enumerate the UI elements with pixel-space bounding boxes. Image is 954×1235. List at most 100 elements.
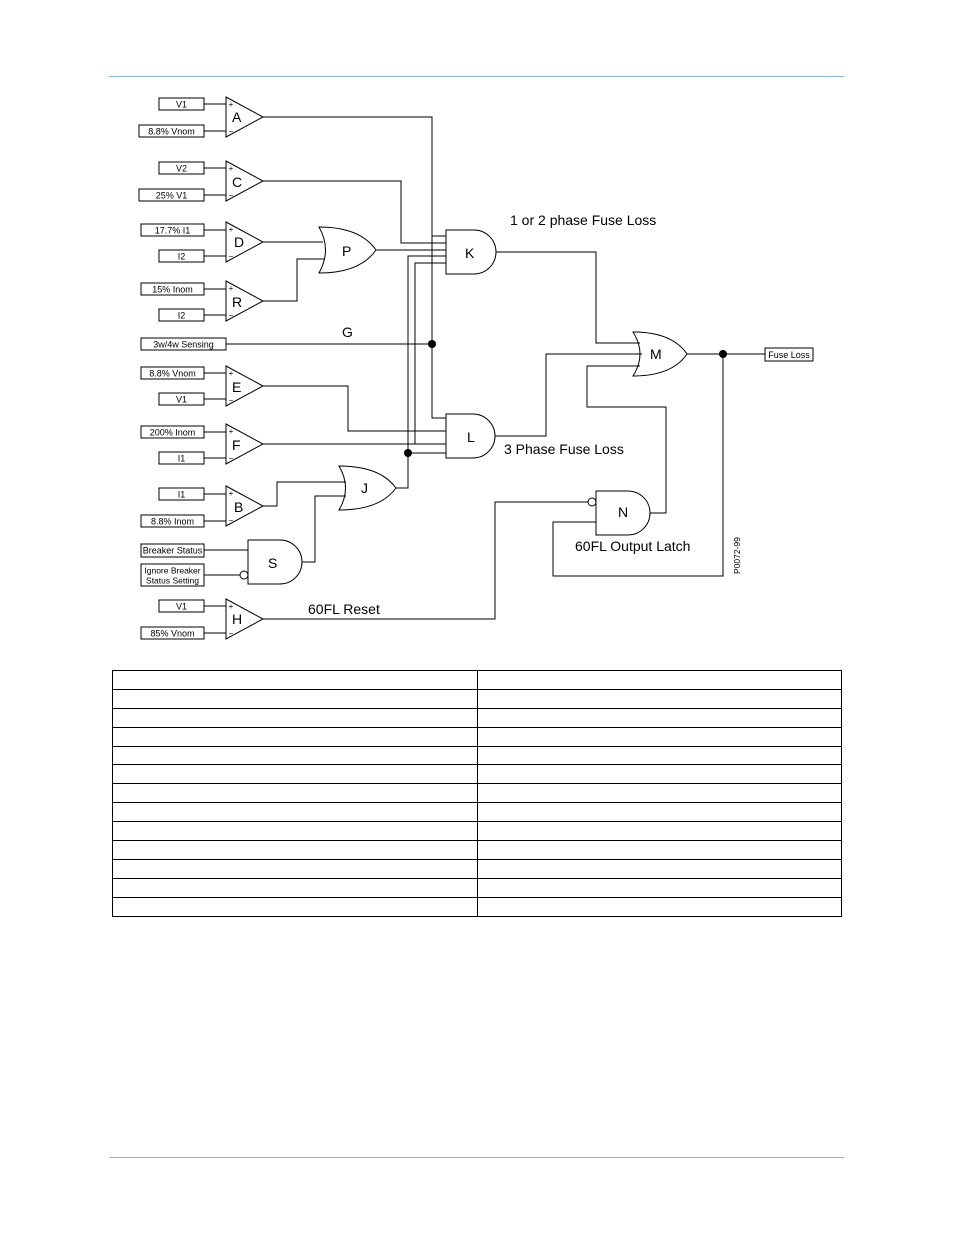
gate-label-c: C <box>232 174 242 190</box>
table-cell <box>112 896 478 917</box>
table-cell <box>112 802 478 823</box>
table-row <box>112 726 842 747</box>
label-e-minus: V1 <box>176 395 187 405</box>
label-ignore-line2: Status Setting <box>146 576 199 586</box>
comparator-c <box>225 160 265 202</box>
table-cell <box>476 783 842 804</box>
label-b-plus: I1 <box>178 490 186 500</box>
sign-c-minus: − <box>229 191 234 200</box>
comparator-h <box>225 598 265 640</box>
table-row <box>112 707 842 728</box>
annotation-output-latch: 60FL Output Latch <box>575 538 690 554</box>
sign-c-plus: + <box>229 164 234 173</box>
table-row <box>112 858 842 879</box>
gate-label-s: S <box>268 555 277 571</box>
annotation-g: G <box>342 324 353 340</box>
label-a-plus: V1 <box>176 100 187 110</box>
label-e-plus: 8.8% Vnom <box>149 369 196 379</box>
gate-label-l: L <box>467 429 475 445</box>
comparator-d <box>225 221 265 263</box>
label-b-minus: 8.8% Inom <box>151 517 194 527</box>
table-cell <box>476 707 842 728</box>
figure-id: P0072-99 <box>732 537 742 574</box>
table-cell <box>476 821 842 842</box>
gate-label-k: K <box>465 245 475 261</box>
table-cell <box>112 670 478 690</box>
table-row <box>112 783 842 804</box>
gate-label-d: D <box>234 234 244 250</box>
sign-r-minus: − <box>229 311 234 320</box>
gate-label-b: B <box>234 499 243 515</box>
table-cell <box>476 802 842 823</box>
label-r-minus: I2 <box>178 311 186 321</box>
sign-h-minus: − <box>229 629 234 638</box>
table-cell <box>476 858 842 879</box>
table-cell <box>112 858 478 879</box>
label-r-plus: 15% Inom <box>152 285 193 295</box>
or-gate-j <box>338 465 397 511</box>
invert-bubble-s <box>239 570 249 580</box>
table-cell <box>112 707 478 728</box>
table-row <box>112 688 842 709</box>
table-cell <box>476 896 842 917</box>
sign-a-plus: + <box>229 100 234 109</box>
settings-table <box>112 670 842 917</box>
label-d-minus: I2 <box>178 252 186 262</box>
sign-f-minus: − <box>229 454 234 463</box>
sign-b-plus: + <box>229 489 234 498</box>
table-row <box>112 877 842 898</box>
label-a-minus: 8.8% Vnom <box>148 127 195 137</box>
gate-label-a: A <box>232 109 242 125</box>
gate-label-p: P <box>342 243 351 259</box>
label-sensing: 3w/4w Sensing <box>153 340 214 350</box>
label-d-plus: 17.7% I1 <box>155 226 191 236</box>
footer-rule <box>109 1157 844 1158</box>
and-gate-l <box>445 413 496 459</box>
table-cell <box>476 670 842 690</box>
table-row <box>112 802 842 823</box>
comparator-f <box>225 423 265 465</box>
table-cell <box>476 877 842 898</box>
label-f-plus: 200% Inom <box>150 428 196 438</box>
label-h-plus: V1 <box>176 602 187 612</box>
fuse-loss-logic-diagram: V1 8.8% Vnom V2 25% V1 17.7% I1 I2 15% I… <box>138 96 814 640</box>
annotation-1-or-2-phase: 1 or 2 phase Fuse Loss <box>510 212 656 228</box>
gate-label-f: F <box>232 437 241 453</box>
annotation-reset: 60FL Reset <box>308 601 380 617</box>
gate-label-h: H <box>232 611 242 627</box>
and-gate-k <box>445 229 497 275</box>
gate-label-n: N <box>618 504 628 520</box>
table-cell <box>112 877 478 898</box>
junction-dot-output <box>719 350 727 358</box>
sign-e-plus: + <box>229 369 234 378</box>
sign-h-plus: + <box>229 602 234 611</box>
annotation-3-phase: 3 Phase Fuse Loss <box>504 441 624 457</box>
table-row <box>112 670 842 690</box>
gate-label-j: J <box>361 480 368 496</box>
comparator-r <box>225 280 265 322</box>
label-ignore-line1: Ignore Breaker <box>144 566 200 576</box>
label-c-plus: V2 <box>176 164 187 174</box>
and-gate-s <box>247 539 303 585</box>
table-cell <box>112 840 478 860</box>
table-row <box>112 840 842 860</box>
junction-dot-j <box>404 449 412 457</box>
comparator-e <box>225 365 265 407</box>
table-cell <box>112 745 478 766</box>
table-row <box>112 821 842 842</box>
sign-a-minus: − <box>229 127 234 136</box>
label-h-minus: 85% Vnom <box>150 629 194 639</box>
comparator-b <box>225 485 265 527</box>
table-cell <box>476 726 842 747</box>
table-cell <box>476 840 842 860</box>
table-cell <box>476 764 842 785</box>
table-row <box>112 896 842 917</box>
label-f-minus: I1 <box>178 454 186 464</box>
label-c-minus: 25% V1 <box>156 191 188 201</box>
table-cell <box>476 745 842 766</box>
table-cell <box>112 726 478 747</box>
label-breaker-status: Breaker Status <box>143 546 203 556</box>
sign-d-plus: + <box>229 225 234 234</box>
or-gate-p <box>318 226 377 274</box>
table-row <box>112 764 842 785</box>
